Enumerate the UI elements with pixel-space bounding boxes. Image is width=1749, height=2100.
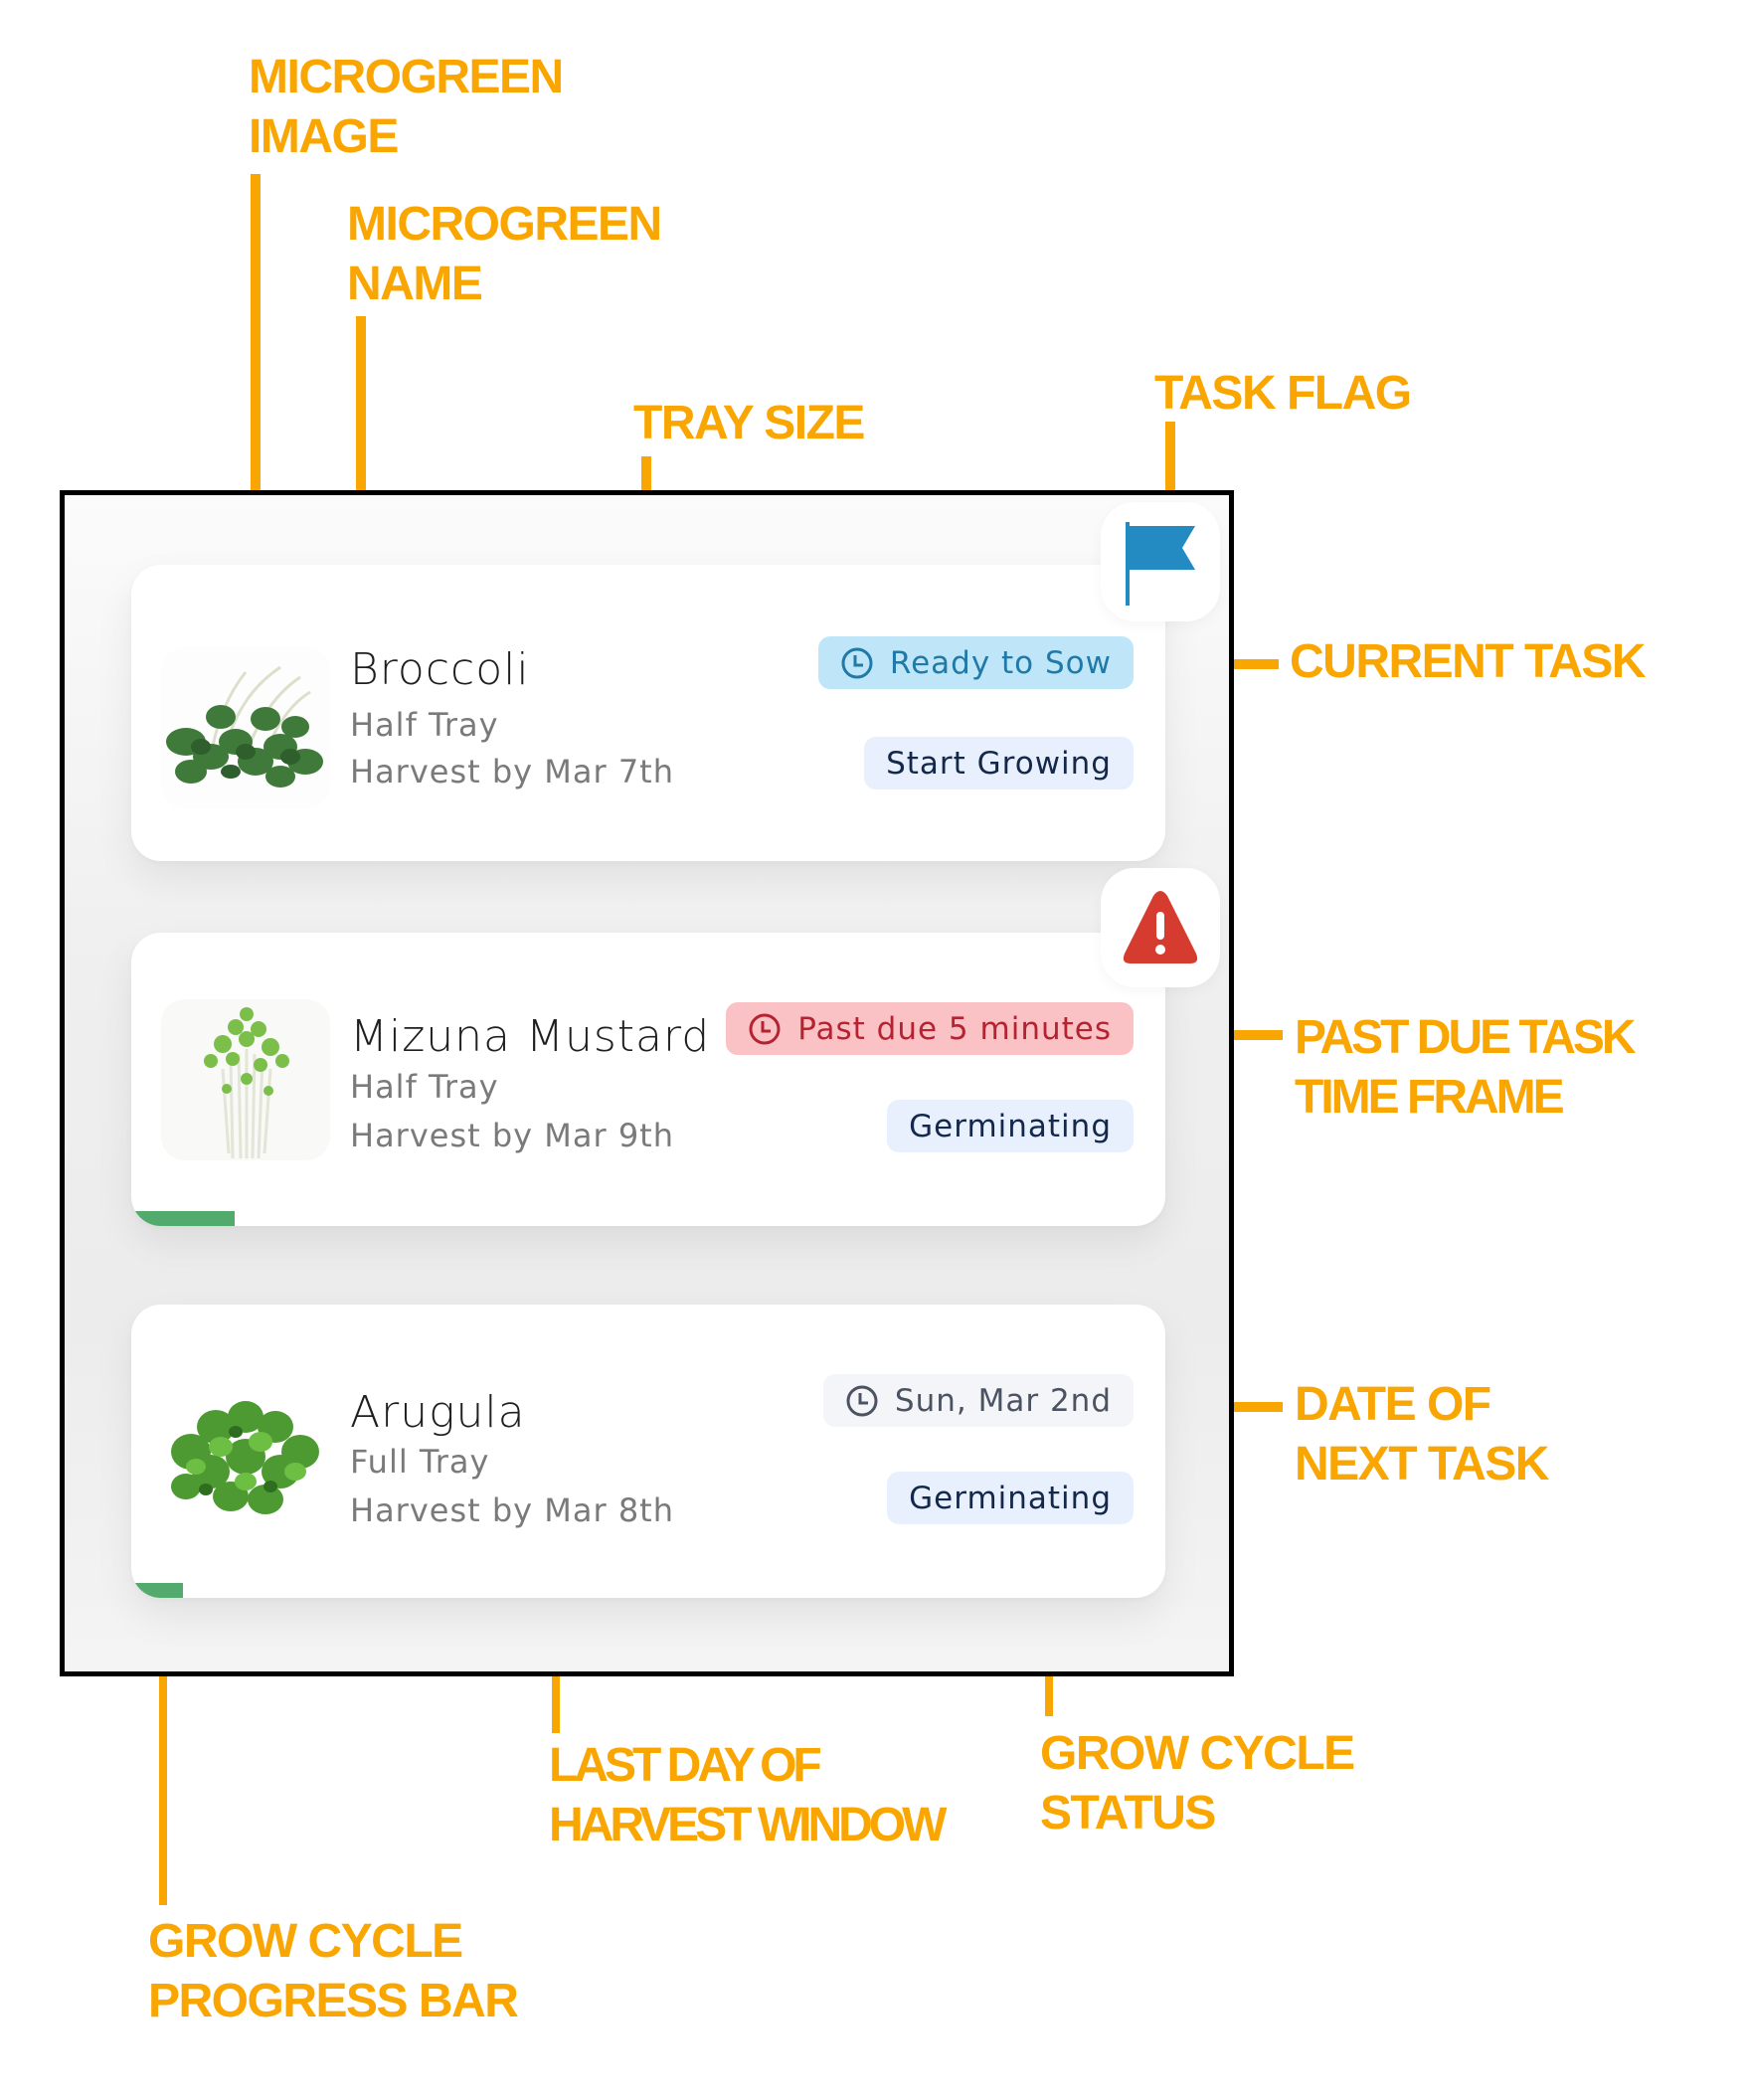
annotation-microgreen-name: MICROGREEN NAME xyxy=(347,195,662,314)
annotation-line: MICROGREEN xyxy=(249,51,564,103)
arugula-image xyxy=(161,1372,330,1533)
annotation-line: DATE OF xyxy=(1295,1378,1491,1431)
leader-line-image xyxy=(251,174,261,632)
mizuna-image xyxy=(161,999,330,1160)
annotation-line: MICROGREEN xyxy=(347,198,662,251)
clock-icon xyxy=(846,1385,878,1416)
status-label: Start Growing xyxy=(886,745,1112,782)
grow-progress-bar xyxy=(131,1211,235,1226)
leader-line-progress xyxy=(159,1615,167,1905)
tray-size: Half Tray xyxy=(350,1068,499,1106)
leader-line-flag xyxy=(1165,422,1175,507)
annotation-line: TASK FLAG xyxy=(1154,367,1412,420)
grow-progress-bar xyxy=(131,1583,183,1598)
broccoli-image xyxy=(161,647,330,808)
alert-triangle-icon xyxy=(1123,891,1198,963)
annotation-line: PAST DUE TASK xyxy=(1295,1011,1637,1064)
annotation-line: NAME xyxy=(347,258,483,310)
annotation-microgreen-image: MICROGREEN IMAGE xyxy=(249,48,564,167)
annotation-line: PROGRESS BAR xyxy=(148,1975,519,2027)
annotation-tray-size: TRAY SIZE xyxy=(633,394,865,453)
clock-icon xyxy=(841,647,873,678)
grow-list-screen: Broccoli Half Tray Harvest by Mar 7th Re… xyxy=(60,490,1234,1676)
past-due-alert-button[interactable] xyxy=(1101,868,1220,987)
grow-status-badge[interactable]: Germinating xyxy=(887,1100,1134,1152)
harvest-date: Harvest by Mar 9th xyxy=(350,1117,674,1154)
annotation-line: LAST DAY OF xyxy=(549,1739,822,1792)
next-task-date-badge[interactable]: Sun, Mar 2nd xyxy=(822,1374,1134,1427)
task-label: Sun, Mar 2nd xyxy=(894,1382,1112,1419)
annotation-line: STATUS xyxy=(1040,1787,1216,1839)
harvest-date: Harvest by Mar 8th xyxy=(350,1491,674,1529)
grow-card[interactable]: Arugula Full Tray Harvest by Mar 8th Sun… xyxy=(131,1305,1165,1598)
past-due-task-badge[interactable]: Past due 5 minutes xyxy=(726,1002,1134,1055)
tray-size: Half Tray xyxy=(350,706,499,744)
annotation-task-flag: TASK FLAG xyxy=(1154,364,1412,424)
harvest-date: Harvest by Mar 7th xyxy=(350,753,674,790)
task-label: Ready to Sow xyxy=(889,644,1112,681)
annotation-line: GROW CYCLE xyxy=(1040,1727,1355,1780)
status-label: Germinating xyxy=(909,1108,1112,1144)
microgreen-image xyxy=(161,1372,330,1533)
annotation-line: HARVEST WINDOW xyxy=(549,1799,947,1851)
annotation-grow-cycle-status: GROW CYCLE STATUS xyxy=(1040,1724,1355,1843)
grow-card[interactable]: Broccoli Half Tray Harvest by Mar 7th Re… xyxy=(131,565,1165,861)
microgreen-name: Broccoli xyxy=(350,644,530,695)
annotation-line: NEXT TASK xyxy=(1295,1438,1549,1490)
leader-line-name xyxy=(356,316,366,632)
annotation-line: GROW CYCLE xyxy=(148,1915,463,1968)
microgreen-name: Arugula xyxy=(350,1387,526,1438)
current-task-badge[interactable]: Ready to Sow xyxy=(817,636,1134,689)
microgreen-image xyxy=(161,647,330,808)
annotation-line: TRAY SIZE xyxy=(633,397,865,449)
tray-size: Full Tray xyxy=(350,1443,490,1481)
grow-status-badge[interactable]: Germinating xyxy=(887,1472,1134,1524)
annotation-line: IMAGE xyxy=(249,110,399,163)
flag-icon xyxy=(1126,522,1195,606)
annotation-line: TIME FRAME xyxy=(1295,1071,1565,1124)
annotation-grow-cycle-progress: GROW CYCLE PROGRESS BAR xyxy=(148,1912,519,2031)
grow-status-badge[interactable]: Start Growing xyxy=(864,737,1134,789)
task-flag-button[interactable] xyxy=(1101,502,1220,621)
microgreen-name: Mizuna Mustard xyxy=(350,1011,711,1062)
clock-icon xyxy=(749,1013,781,1044)
annotation-last-day-harvest: LAST DAY OF HARVEST WINDOW xyxy=(549,1736,947,1855)
annotation-line: CURRENT TASK xyxy=(1290,635,1647,688)
grow-card[interactable]: Mizuna Mustard Half Tray Harvest by Mar … xyxy=(131,933,1165,1226)
annotation-next-task-date: DATE OF NEXT TASK xyxy=(1295,1375,1549,1494)
annotation-past-due: PAST DUE TASK TIME FRAME xyxy=(1295,1008,1637,1128)
status-label: Germinating xyxy=(909,1480,1112,1516)
microgreen-image xyxy=(161,999,330,1160)
task-label: Past due 5 minutes xyxy=(797,1010,1112,1047)
annotation-current-task: CURRENT TASK xyxy=(1290,632,1647,692)
